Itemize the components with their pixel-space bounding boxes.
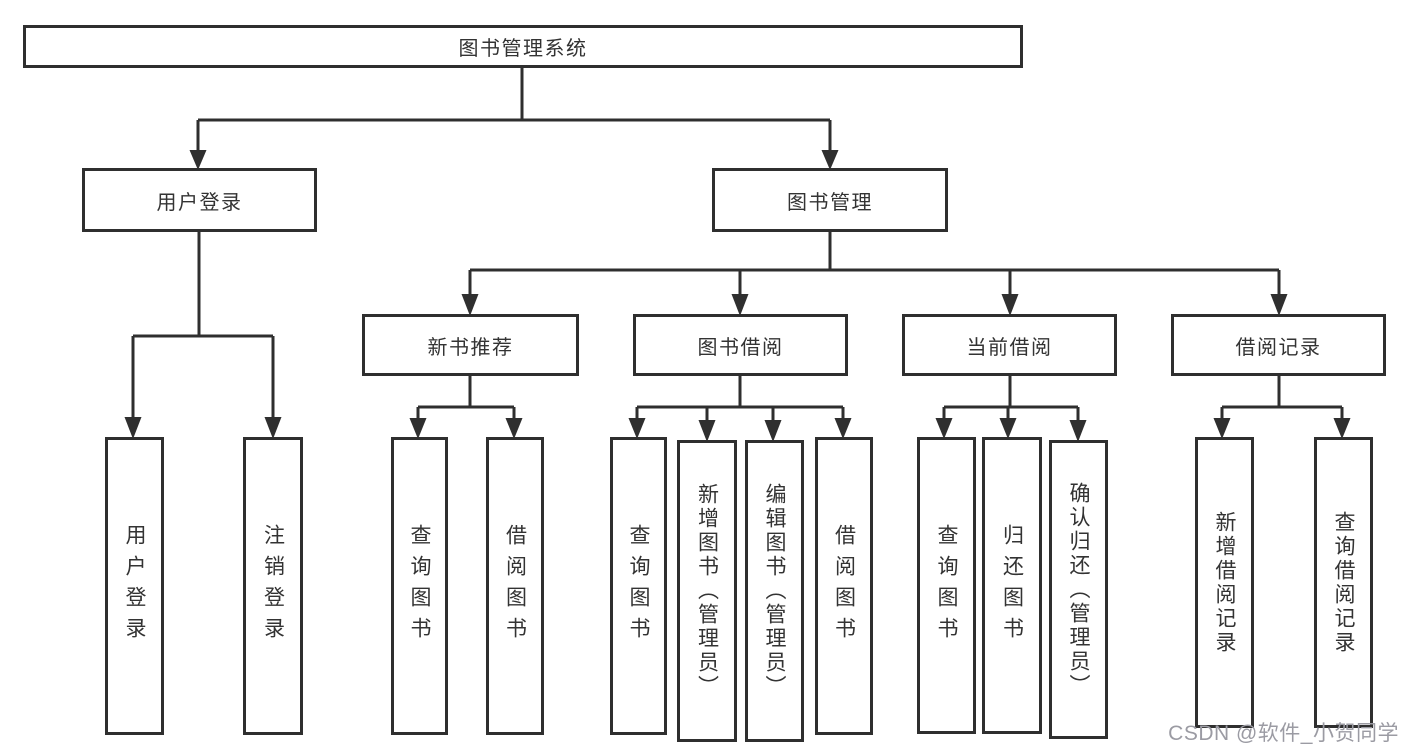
node-book-management-label: 图书管理 — [787, 191, 873, 214]
leaf-query-books-3-label: 查询图书 — [935, 523, 958, 648]
leaf-query-books-2-label: 查询图书 — [627, 524, 650, 648]
node-user-login: 用户登录 — [82, 168, 317, 232]
leaf-edit-book-admin: 编辑图书（管理员） — [745, 440, 804, 742]
leaf-add-book-admin: 新增图书（管理员） — [677, 440, 737, 742]
node-book-management: 图书管理 — [712, 168, 948, 232]
node-new-book-recommend-label: 新书推荐 — [427, 336, 514, 359]
leaf-borrow-books-1-label: 借阅图书 — [503, 524, 527, 648]
node-borrowing-records: 借阅记录 — [1171, 314, 1386, 376]
leaf-query-books-3: 查询图书 — [917, 437, 976, 734]
node-root: 图书管理系统 — [23, 25, 1023, 68]
leaf-borrow-books-1: 借阅图书 — [486, 437, 544, 735]
node-current-borrowing: 当前借阅 — [902, 314, 1117, 376]
watermark: CSDN @软件_小贺同学 — [1168, 722, 1399, 745]
leaf-query-books-1: 查询图书 — [391, 437, 448, 735]
leaf-user-login: 用户登录 — [105, 437, 164, 735]
leaf-confirm-return-admin-label: 确认归还（管理员） — [1067, 481, 1090, 698]
leaf-confirm-return-admin: 确认归还（管理员） — [1049, 440, 1108, 739]
leaf-edit-book-admin-label: 编辑图书（管理员） — [763, 483, 786, 699]
leaf-borrow-books-2-label: 借阅图书 — [832, 524, 856, 648]
leaf-query-borrow-record-label: 查询借阅记录 — [1332, 510, 1355, 655]
node-borrowing-records-label: 借阅记录 — [1235, 336, 1322, 359]
leaf-add-borrow-record-label: 新增借阅记录 — [1213, 510, 1236, 655]
node-book-borrowing-label: 图书借阅 — [697, 336, 784, 359]
leaf-borrow-books-2: 借阅图书 — [815, 437, 873, 735]
leaf-logout-label: 注销登录 — [261, 524, 285, 648]
node-new-book-recommend: 新书推荐 — [362, 314, 579, 376]
leaf-add-borrow-record: 新增借阅记录 — [1195, 437, 1254, 728]
node-current-borrowing-label: 当前借阅 — [966, 336, 1053, 359]
leaf-return-book: 归还图书 — [982, 437, 1042, 734]
leaf-query-books-1-label: 查询图书 — [408, 524, 431, 648]
leaf-logout: 注销登录 — [243, 437, 303, 735]
node-user-login-label: 用户登录 — [156, 191, 243, 214]
leaf-query-books-2: 查询图书 — [610, 437, 667, 735]
node-root-label: 图书管理系统 — [458, 38, 588, 60]
leaf-add-book-admin-label: 新增图书（管理员） — [695, 483, 719, 699]
leaf-query-borrow-record: 查询借阅记录 — [1314, 437, 1373, 728]
node-book-borrowing: 图书借阅 — [633, 314, 848, 376]
leaf-user-login-label: 用户登录 — [123, 524, 146, 648]
leaf-return-book-label: 归还图书 — [1000, 523, 1024, 648]
